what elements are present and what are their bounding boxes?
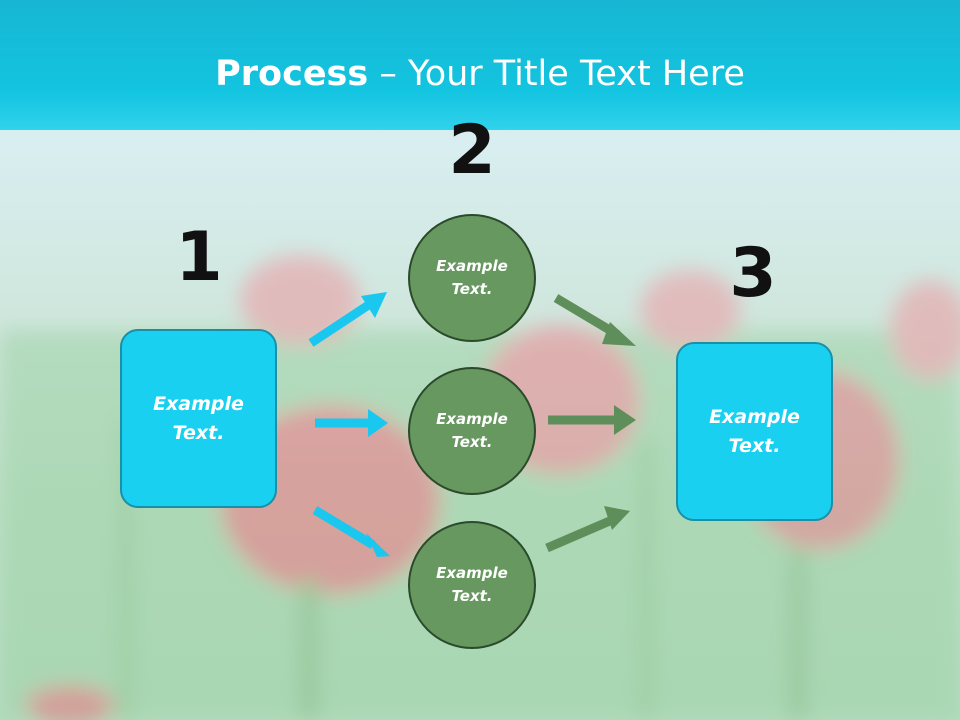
title-rest-part: – Your Title Text Here: [368, 54, 745, 94]
left-process-box[interactable]: Example Text.: [120, 329, 277, 508]
step-number-1: 1: [175, 218, 223, 297]
process-circle-middle[interactable]: Example Text.: [408, 367, 536, 495]
title-band: [0, 0, 960, 130]
arrow-box-to-circle-bottom: [312, 506, 390, 557]
arrow-box-to-circle-middle: [315, 409, 388, 437]
arrow-box-to-circle-top: [308, 292, 387, 347]
process-circle-top[interactable]: Example Text.: [408, 214, 536, 342]
arrow-circle-bottom-to-box: [545, 506, 630, 553]
step-number-3: 3: [729, 234, 777, 313]
circle-text: Example Text.: [436, 564, 508, 605]
step-number-2: 2: [448, 111, 496, 190]
right-box-text: Example Text.: [709, 405, 800, 457]
arrow-circle-middle-to-box: [548, 405, 636, 435]
arrow-circle-top-to-box: [553, 294, 636, 346]
title-bold-part: Process: [215, 54, 369, 94]
right-process-box[interactable]: Example Text.: [676, 342, 833, 521]
left-box-text: Example Text.: [153, 392, 244, 444]
circle-text: Example Text.: [436, 257, 508, 298]
circle-text: Example Text.: [436, 410, 508, 451]
process-circle-bottom[interactable]: Example Text.: [408, 521, 536, 649]
slide-title: Process – Your Title Text Here: [0, 52, 960, 96]
